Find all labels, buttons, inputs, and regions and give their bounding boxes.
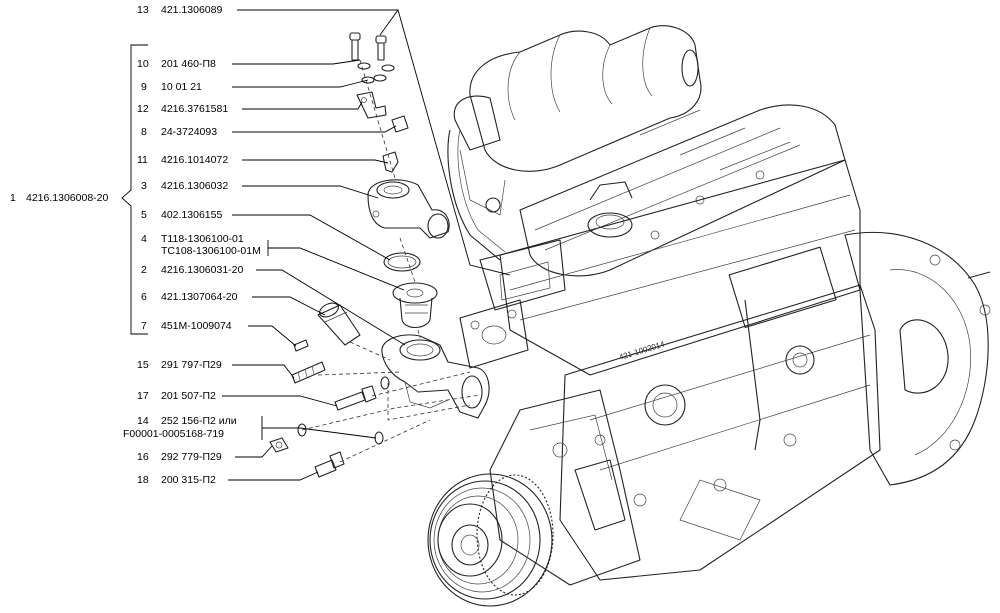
- callout-number: 1: [10, 192, 16, 204]
- part-number: Т118-1306100-01: [161, 233, 244, 245]
- part-number: 4216.1306032: [161, 180, 229, 192]
- callout-number: 17: [137, 390, 149, 402]
- part-number: 4216.1306031-20: [161, 264, 244, 276]
- callout-number: 16: [137, 451, 149, 463]
- washer-9: [361, 74, 387, 84]
- exploded-parts: [269, 32, 529, 478]
- part-number: 201 460-П8: [161, 58, 216, 70]
- thermostat-housing-2: [381, 334, 490, 419]
- callout-number: 14: [137, 415, 149, 427]
- part-number: 292 779-П29: [161, 451, 222, 463]
- pipe-6: [317, 302, 361, 346]
- callout-number: 15: [137, 359, 149, 371]
- callout-number: 12: [137, 103, 149, 115]
- part-number: 421.1306089: [161, 4, 223, 16]
- part-number: 4216.1306008-20: [26, 192, 109, 204]
- callout-number: 8: [141, 126, 147, 138]
- gasket-5: [383, 252, 421, 272]
- thermostat-cover-3: [367, 179, 450, 239]
- part-number: 201 507-П2: [161, 390, 216, 402]
- washer-10: [357, 62, 395, 72]
- leader-lines: [121, 9, 511, 481]
- callout-number: 3: [141, 180, 147, 192]
- bell-housing: [844, 231, 991, 486]
- bolt-18: [314, 451, 345, 478]
- callout-number: 10: [137, 58, 149, 70]
- bracket-12: [356, 91, 387, 119]
- part-number: 252 156-П2 или: [161, 415, 237, 427]
- assembly-axes: [301, 59, 481, 463]
- bolt-13: [349, 32, 387, 61]
- stud-7: [293, 339, 309, 352]
- cylinder-head: 421-1002014: [499, 159, 861, 376]
- part-number: 10 01 21: [161, 81, 202, 93]
- callout-number: 9: [141, 81, 147, 93]
- part-number: 421.1307064-20: [161, 291, 238, 303]
- timing-cover: [489, 389, 641, 586]
- callout-number: 7: [141, 320, 147, 332]
- clip-8: [391, 115, 409, 133]
- part-number: 451М-1009074: [161, 320, 232, 332]
- stud-15: [291, 361, 326, 384]
- callout-number: 4: [141, 233, 147, 245]
- callout-number: 6: [141, 291, 147, 303]
- callout-number: 13: [137, 4, 149, 16]
- callout-number: 11: [137, 154, 148, 166]
- part-number-alt: ТС108-1306100-01М: [161, 245, 261, 257]
- part-number-alt: F00001-0005168-719: [123, 428, 225, 440]
- sensor-11: [382, 151, 399, 173]
- callout-number: 2: [141, 264, 147, 276]
- nut-16: [269, 437, 289, 453]
- part-number: 402.1306155: [161, 209, 223, 221]
- part-number: 4216.3761581: [161, 103, 229, 115]
- part-number: 24-3724093: [161, 126, 218, 138]
- thermostat-4: [392, 282, 438, 329]
- part-number: 291 797-П29: [161, 359, 222, 371]
- engine-assembly: 421-1002014: [427, 25, 991, 607]
- cylinder-block: [559, 284, 881, 581]
- valve-cover: [519, 104, 846, 277]
- bolt-17: [334, 385, 377, 411]
- intake-manifold: [453, 25, 702, 216]
- coolant-pipes: [447, 129, 566, 311]
- part-number: 4216.1014072: [161, 154, 229, 166]
- part-number: 200 315-П2: [161, 474, 216, 486]
- callout-number: 5: [141, 209, 147, 221]
- housing-gasket: [459, 299, 529, 369]
- callout-number: 18: [137, 474, 149, 486]
- crankshaft-pulley: [427, 473, 554, 607]
